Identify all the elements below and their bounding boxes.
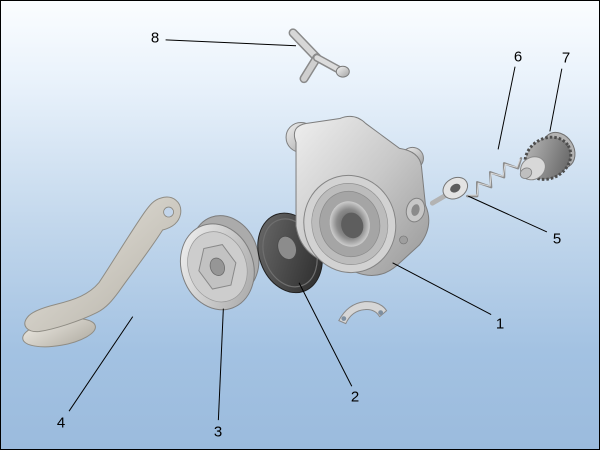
- housing-bolt-boss: [399, 235, 408, 245]
- leader-lines: [68, 39, 563, 421]
- housing-bore: [303, 174, 397, 274]
- leader-line-6: [497, 66, 516, 150]
- leader-line-8: [165, 39, 297, 47]
- retainer-clip-body: [338, 301, 388, 325]
- part-retainer-clip: [338, 301, 388, 325]
- callout-label-7: 7: [561, 49, 571, 67]
- rod-end-pin: [335, 65, 350, 78]
- spring-coil: [466, 157, 523, 198]
- leader-line-7: [549, 68, 563, 132]
- part-3-cover-nut: [180, 215, 260, 311]
- leader-line-3: [217, 308, 224, 421]
- leader-line-1: [392, 262, 492, 316]
- leader-line-4: [68, 316, 134, 412]
- washer-stem: [429, 193, 447, 206]
- part-8-linkage-rod: [288, 28, 350, 84]
- rod-branch: [314, 55, 342, 73]
- callout-label-4: 4: [56, 414, 66, 432]
- part-6-spring: [466, 157, 523, 198]
- leader-line-5: [468, 195, 548, 233]
- retainer-clip-hole-left: [341, 316, 347, 321]
- callout-label-3: 3: [213, 423, 223, 441]
- bore-deep: [341, 212, 364, 239]
- callout-label-2: 2: [350, 388, 360, 406]
- part-5-washer: [429, 176, 469, 206]
- knob-tip: [519, 167, 533, 179]
- callout-label-8: 8: [150, 29, 160, 47]
- callout-label-5: 5: [552, 230, 562, 248]
- retainer-clip-hole-right: [378, 310, 384, 315]
- rod-lower-arm: [300, 54, 320, 82]
- callout-label-1: 1: [495, 315, 505, 333]
- callout-label-6: 6: [513, 48, 523, 66]
- part-7-adjuster-knob: [519, 131, 576, 181]
- part-4-lever-arm: [22, 196, 182, 348]
- lever-body: [24, 196, 182, 333]
- rod-upper-arm: [290, 29, 320, 61]
- washer-hole: [450, 183, 461, 193]
- housing-side-port-hole: [411, 204, 420, 216]
- lever-pivot-hole: [163, 206, 174, 218]
- part-1-main-housing: [285, 115, 430, 276]
- cover-center-boss: [209, 257, 225, 276]
- leader-line-2: [298, 282, 353, 387]
- spring-coil-highlight: [467, 158, 521, 196]
- diaphragm-hub: [277, 235, 297, 260]
